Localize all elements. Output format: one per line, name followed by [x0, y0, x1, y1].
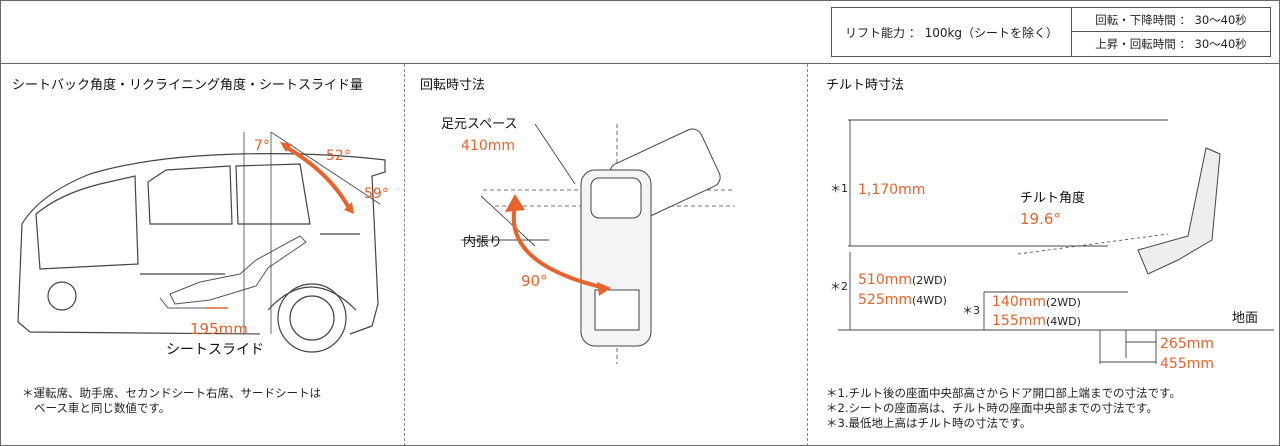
tilted-seat	[1137, 147, 1221, 275]
seat-outline	[159, 235, 307, 309]
mark-1: ＊1	[830, 182, 848, 195]
spec-box: リフト能力 ： 100kg（シートを除く） 回転・下降時間 ： 30〜40秒 上…	[831, 7, 1271, 57]
tilt-angle-label: チルト角度	[1020, 190, 1085, 206]
foot-space-label: 足元スペース	[441, 117, 517, 132]
seat-height-2wd: 510mm	[858, 272, 912, 288]
tilt-note-1: ＊1.チルト後の座面中央部高さからドア開口部上端までの寸法です。	[826, 386, 1181, 400]
ground-label: 地面	[1232, 311, 1258, 326]
clearance-2wd-tag: (2WD)	[1046, 296, 1081, 309]
seat-note-line1: ＊運転席、助手席、セカンドシート右席、サードシートは	[22, 386, 321, 400]
slide-value: 195mm	[190, 320, 248, 338]
foot-space-lines	[461, 123, 576, 247]
slide-label: シートスライド	[166, 342, 264, 358]
offset-265: 265mm	[1160, 336, 1214, 352]
rotation-arc-head-end	[597, 282, 611, 296]
tilt-dimension-lines	[838, 119, 1274, 364]
panel-divider-1	[404, 64, 405, 446]
offset-455: 455mm	[1160, 356, 1214, 372]
rotation-arc	[511, 205, 606, 290]
height-value: 1,170mm	[858, 182, 925, 198]
angle-59: 59°	[364, 186, 389, 202]
seat-note: ＊運転席、助手席、セカンドシート右席、サードシートは ベース車と同じ数値です。	[22, 386, 321, 416]
tilt-diagram: ＊1 1,170mm チルト角度 19.6° ＊2 510mm (2WD) 52…	[830, 119, 1274, 372]
angle-7: 7°	[254, 138, 270, 154]
panel-divider-2	[807, 64, 808, 446]
rotation-angle: 90°	[521, 272, 548, 290]
arc-head-top	[280, 142, 292, 152]
rotation-diagram: 足元スペース 410mm 内張り 90°	[441, 117, 735, 364]
seat-height-2wd-tag: (2WD)	[912, 274, 947, 287]
clearance-4wd-tag: (4WD)	[1046, 315, 1081, 328]
tilt-angle-value: 19.6°	[1020, 210, 1061, 228]
rotation-panel-title: 回転時寸法	[420, 78, 486, 93]
arc-head-bottom	[344, 202, 354, 214]
tilt-note-2: ＊2.シートの座面高は、チルト時の座面中央部までの寸法です。	[826, 401, 1158, 415]
seat-note-line2: ベース車と同じ数値です。	[34, 401, 171, 415]
clearance-2wd: 140mm	[992, 294, 1046, 310]
seat-height-4wd: 525mm	[858, 292, 912, 308]
header-row: リフト能力 ： 100kg（シートを除く） 回転・下降時間 ： 30〜40秒 上…	[0, 0, 1280, 64]
tilt-panel-title: チルト時寸法	[826, 78, 905, 93]
seat-height-4wd-tag: (4WD)	[912, 294, 947, 307]
seat-diagram: 7° 52° 59° 195mm シートスライド	[17, 131, 389, 358]
seat-top-view	[580, 169, 652, 347]
seat-panel-title: シートバック角度・リクライニング角度・シートスライド量	[12, 78, 364, 93]
mark-2: ＊2	[830, 280, 848, 293]
recline-arc	[283, 144, 352, 211]
tilt-notes: ＊1.チルト後の座面中央部高さからドア開口部上端までの寸法です。 ＊2.シートの…	[826, 386, 1181, 431]
rotation-lower-time: 回転・下降時間 ： 30〜40秒	[1072, 8, 1270, 32]
tilt-note-3: ＊3.最低地上高はチルト時の寸法です。	[826, 416, 1032, 430]
rise-rotation-time: 上昇・回転時間 ： 30〜40秒	[1095, 37, 1247, 51]
lift-capacity: リフト能力 ： 100kg（シートを除く）	[832, 8, 1072, 56]
clearance-4wd: 155mm	[992, 313, 1046, 329]
trim-label: 内張り	[463, 234, 502, 250]
mark-3: ＊3	[962, 304, 980, 317]
foot-space-value: 410mm	[461, 138, 515, 154]
vehicle-outline	[17, 153, 386, 353]
tilt-ref-line	[1017, 233, 1169, 255]
angle-52: 52°	[326, 148, 351, 164]
rotation-arc-head-top	[505, 194, 525, 212]
